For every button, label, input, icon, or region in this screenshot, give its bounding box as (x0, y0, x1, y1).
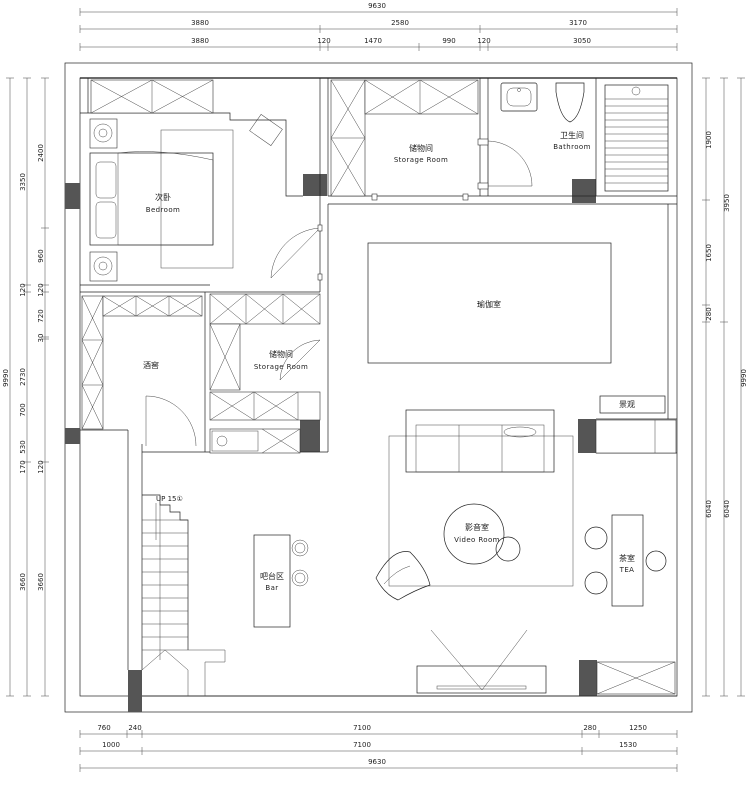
dim-top-r2-4: 120 (477, 37, 490, 45)
dim-top-r1-0: 3880 (191, 19, 209, 27)
dim-bottom-r1-2: 7100 (353, 724, 371, 732)
outer-walls (64, 62, 693, 713)
bathroom: 卫生间 Bathroom (477, 82, 669, 192)
video-room-label-en: Video Room (454, 536, 500, 544)
toilet (555, 82, 585, 123)
shower-head-icon (631, 86, 641, 96)
tea-room: 茶室 TEA (584, 514, 676, 695)
dim-top-r2-5: 3050 (573, 37, 591, 45)
wine-cellar-label: 酒窖 (143, 360, 159, 370)
dim-right-inner-d: 6040 (705, 500, 713, 518)
dim-right-inner-b: 1650 (705, 244, 713, 262)
dim-right-total: 9990 (740, 369, 748, 387)
dim-bottom-r1-3: 280 (583, 724, 596, 732)
dim-bottom-total: 9630 (368, 758, 386, 766)
bar-label-en: Bar (265, 584, 278, 592)
bathroom-label-cn: 卫生间 (560, 130, 584, 140)
dim-bottom-r1-0: 760 (97, 724, 110, 732)
bedroom-label-cn: 次卧 (155, 192, 171, 202)
storage-mid-label-en: Storage Room (254, 363, 308, 371)
dim-right-c: 6040 (723, 500, 731, 518)
yoga-label: 瑜伽室 (477, 299, 501, 309)
landscape-feature: 景观 (595, 395, 677, 454)
landscape-label: 景观 (619, 400, 635, 409)
coffee-table (443, 503, 505, 565)
landscape-planter (599, 395, 666, 414)
dim-top-r1-1: 2580 (391, 19, 409, 27)
dim-left-inner-e: 30 (37, 334, 45, 343)
bar-area: 吧台区 Bar (253, 534, 309, 628)
rug (388, 435, 574, 587)
storage-top-label-cn: 储物间 (409, 143, 433, 153)
dim-left-c: 2730 (19, 368, 27, 386)
tea-room-label-cn: 茶室 (619, 553, 635, 563)
dimension-lines: 9630 3880 2580 3170 3880 120 1470 990 12… (2, 2, 748, 772)
staircase: UP 15① (141, 494, 226, 696)
dim-bottom-r1-4: 1250 (629, 724, 647, 732)
dim-bottom-r2-2: 1530 (619, 741, 637, 749)
bed (89, 152, 214, 246)
dim-top-r1-2: 3170 (569, 19, 587, 27)
dim-bottom-r2-0: 1000 (102, 741, 120, 749)
dim-left-total: 9990 (2, 369, 10, 387)
dim-top-r2-0: 3880 (191, 37, 209, 45)
bedroom: 次卧 Bedroom (89, 79, 323, 282)
bar-counter (253, 534, 291, 628)
dim-left-inner-a: 2400 (37, 144, 45, 162)
dim-top-total: 9630 (368, 2, 386, 10)
yoga-mat-area (367, 242, 612, 364)
bathroom-label-en: Bathroom (553, 143, 591, 151)
stair-label: UP 15① (156, 495, 183, 503)
wine-cellar: 酒窖 (81, 295, 203, 447)
dim-left-g: 3660 (19, 573, 27, 591)
video-room-label-cn: 影音室 (465, 522, 489, 532)
bedroom-label-en: Bedroom (146, 206, 180, 214)
interior-walls (80, 78, 677, 697)
dim-top-r2-2: 1470 (364, 37, 382, 45)
tv-cabinet (416, 665, 547, 694)
wall-columns (65, 174, 597, 712)
tea-table (611, 514, 644, 607)
dim-bottom-r1-1: 240 (128, 724, 141, 732)
tea-room-label-en: TEA (619, 566, 635, 574)
sink-icon (216, 435, 228, 447)
bar-label-cn: 吧台区 (260, 571, 284, 581)
dim-left-inner-g: 3660 (37, 573, 45, 591)
dim-top-r2-1: 120 (317, 37, 330, 45)
lounge-chair (375, 551, 431, 601)
storage-top-label-en: Storage Room (394, 156, 448, 164)
storage-room-top: 储物间 Storage Room (330, 79, 479, 201)
video-room: 影音室 Video Room (375, 409, 574, 694)
dim-left-inner-f: 120 (37, 460, 45, 473)
sofa (405, 409, 555, 473)
dim-left-f: 170 (19, 460, 27, 473)
storage-mid-label-cn: 储物间 (269, 349, 293, 359)
dim-top-r2-3: 990 (442, 37, 455, 45)
dim-left-inner-b: 960 (37, 249, 45, 262)
storage-room-mid: 储物间 Storage Room (209, 293, 321, 454)
dim-right-inner-c: 280 (705, 307, 713, 320)
dim-bottom-r2-1: 7100 (353, 741, 371, 749)
dim-left-e: 530 (19, 440, 27, 453)
dim-left-d: 700 (19, 403, 27, 416)
yoga-room: 瑜伽室 (367, 242, 612, 364)
dim-right-a: 3950 (723, 194, 731, 212)
dim-left-inner-c: 120 (37, 283, 45, 296)
dim-left-a: 3350 (19, 173, 27, 191)
dim-left-b: 120 (19, 283, 27, 296)
sink (500, 82, 538, 112)
dim-right-inner-a: 1900 (705, 131, 713, 149)
dim-left-inner-d: 720 (37, 309, 45, 322)
